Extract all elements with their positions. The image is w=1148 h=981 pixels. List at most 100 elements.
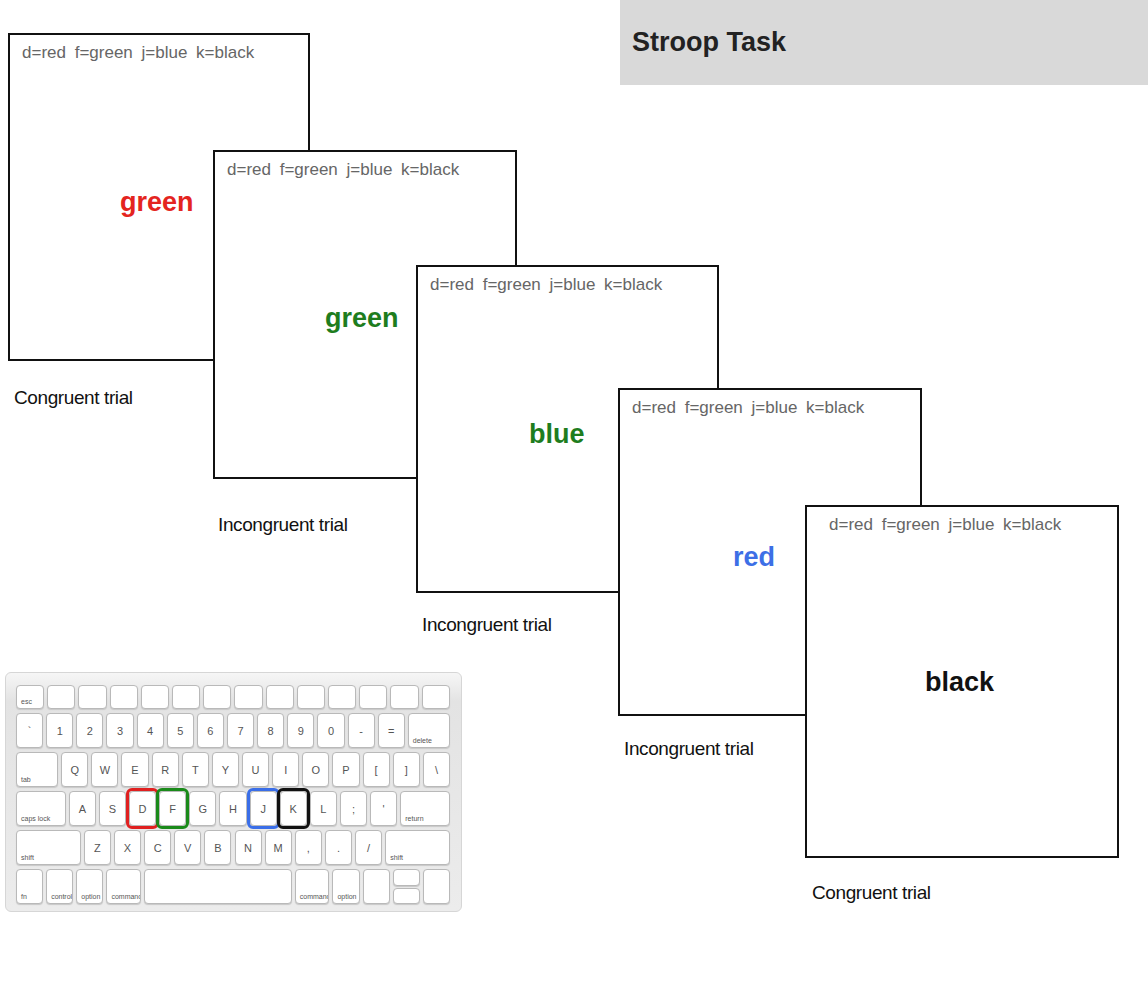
key-label: L	[320, 803, 326, 815]
keyboard-key: -	[348, 713, 375, 748]
key-label: '	[383, 803, 385, 815]
keyboard-key	[422, 685, 450, 709]
key-label: 3	[117, 725, 123, 737]
arrow-key	[393, 869, 420, 886]
keyboard-key: 8	[257, 713, 284, 748]
key-label: 9	[298, 725, 304, 737]
key-mapping: d=red f=green j=blue k=black	[829, 515, 1061, 535]
key-label: M	[274, 842, 283, 854]
keyboard-key: 6	[197, 713, 224, 748]
keyboard-key	[141, 685, 169, 709]
keyboard-key: 7	[227, 713, 254, 748]
key-label: O	[312, 764, 321, 776]
trial-caption: Incongruent trial	[624, 738, 753, 760]
key-label: D	[139, 803, 147, 815]
keyboard-key: I	[272, 752, 299, 787]
keyboard-key	[144, 869, 292, 904]
key-label: U	[252, 764, 260, 776]
key-label: 6	[207, 725, 213, 737]
keyboard-key	[203, 685, 231, 709]
keyboard-key	[328, 685, 356, 709]
key-label: [	[375, 764, 378, 776]
key-label: command	[300, 893, 330, 900]
key-label: option	[81, 893, 100, 900]
key-label: /	[367, 842, 370, 854]
keyboard-key: V	[174, 830, 201, 865]
keyboard-key: F	[159, 791, 186, 826]
keyboard-key: option	[76, 869, 103, 904]
title-band: Stroop Task	[620, 0, 1148, 85]
key-label: caps lock	[21, 815, 50, 822]
keyboard-key: shift	[16, 830, 81, 865]
key-label: F	[169, 803, 176, 815]
key-label: tab	[21, 776, 31, 783]
keyboard-key: K	[280, 791, 307, 826]
key-label: E	[131, 764, 138, 776]
key-label: J	[260, 803, 266, 815]
keyboard-key: caps lock	[16, 791, 66, 826]
key-label: B	[214, 842, 221, 854]
keyboard-key: `	[16, 713, 43, 748]
key-label: Z	[94, 842, 101, 854]
stimulus-word: green	[325, 302, 399, 334]
key-mapping: d=red f=green j=blue k=black	[227, 160, 459, 180]
keyboard-key: S	[99, 791, 126, 826]
keyboard-key	[363, 869, 390, 904]
stimulus-screen: d=red f=green j=blue k=blackblackCongrue…	[805, 505, 1119, 858]
key-label: 7	[237, 725, 243, 737]
keyboard-key: 1	[46, 713, 73, 748]
keyboard-key: return	[400, 791, 450, 826]
key-label: ;	[352, 803, 355, 815]
key-label: H	[229, 803, 237, 815]
key-mapping: d=red f=green j=blue k=black	[430, 275, 662, 295]
keyboard-key: option	[332, 869, 359, 904]
trial-caption: Incongruent trial	[218, 514, 347, 536]
keyboard-key: X	[114, 830, 141, 865]
keyboard-key: 0	[317, 713, 344, 748]
arrow-key	[393, 888, 420, 905]
key-label: A	[79, 803, 86, 815]
keyboard-key: L	[310, 791, 337, 826]
key-label: 5	[177, 725, 183, 737]
key-label: delete	[413, 737, 432, 744]
keyboard-key: R	[152, 752, 179, 787]
keyboard-key	[423, 869, 450, 904]
keyboard-key: 9	[287, 713, 314, 748]
keyboard-key: 4	[137, 713, 164, 748]
keyboard-key: Y	[212, 752, 239, 787]
key-label: -	[359, 725, 363, 737]
keyboard-key: C	[144, 830, 171, 865]
keyboard-key: shift	[385, 830, 450, 865]
key-label: Q	[70, 764, 79, 776]
keyboard-key: J	[250, 791, 277, 826]
key-label: \	[435, 764, 438, 776]
key-label: shift	[390, 854, 403, 861]
keyboard-key: delete	[408, 713, 450, 748]
keyboard-key: G	[189, 791, 216, 826]
key-label: V	[184, 842, 191, 854]
key-label: I	[284, 764, 287, 776]
key-label: 4	[147, 725, 153, 737]
key-label: =	[388, 725, 394, 737]
keyboard-key: Z	[84, 830, 111, 865]
keyboard-key: 2	[76, 713, 103, 748]
keyboard-key: .	[325, 830, 352, 865]
key-label: X	[124, 842, 131, 854]
key-label: `	[28, 725, 32, 737]
keyboard-key: ]	[393, 752, 420, 787]
key-label: 8	[268, 725, 274, 737]
stimulus-word: black	[925, 666, 994, 698]
key-label: ,	[307, 842, 310, 854]
stimulus-word: red	[733, 541, 775, 573]
keyboard-key: /	[355, 830, 382, 865]
title-text: Stroop Task	[632, 27, 786, 58]
keyboard-key: command	[295, 869, 330, 904]
trial-caption: Incongruent trial	[422, 614, 551, 636]
keyboard-key: B	[204, 830, 231, 865]
keyboard-key: Q	[61, 752, 88, 787]
keyboard-key: ;	[340, 791, 367, 826]
key-label: G	[199, 803, 208, 815]
keyboard-illustration: esc`1234567890-=deletetabQWERTYUIOP[]\ca…	[5, 672, 462, 912]
keyboard-key	[234, 685, 262, 709]
key-label: Y	[222, 764, 229, 776]
